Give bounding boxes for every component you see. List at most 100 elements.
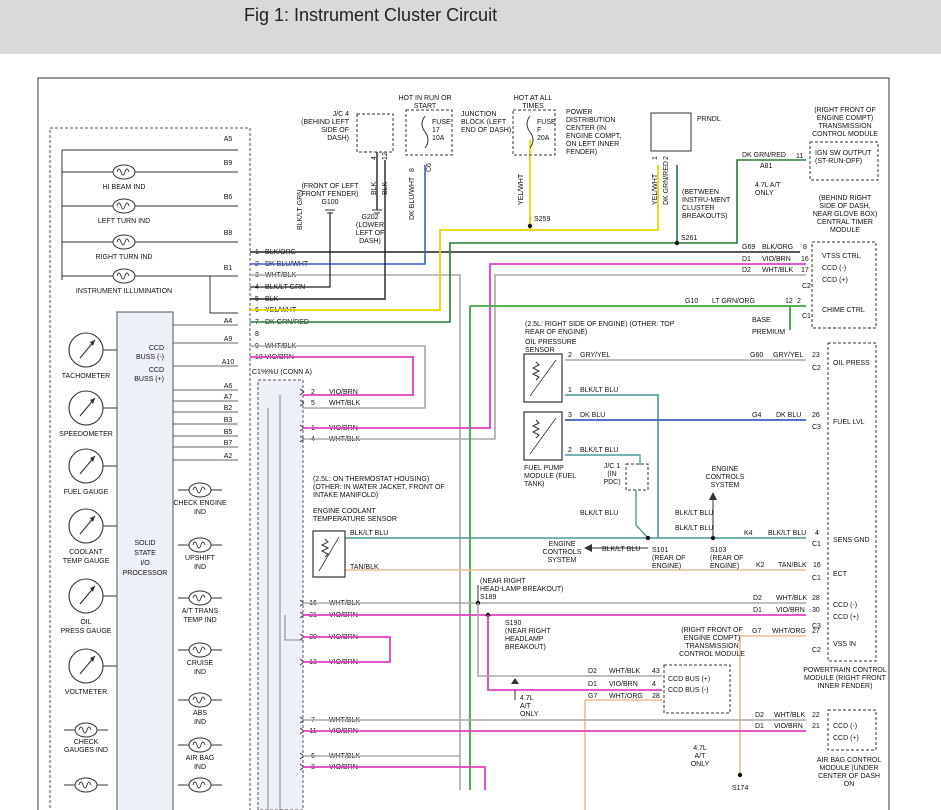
wire-wht-blk: [250, 345, 426, 409]
lamp-filament-icon: [116, 272, 130, 280]
gauge-label: VOLTMETER: [65, 689, 107, 696]
ect-location-label: (2.5L: ON THERMOSTAT HOUSING): [313, 476, 429, 483]
cluster-pin-label: A5: [224, 136, 233, 143]
circuit-id: D2: [588, 668, 597, 675]
wire-blk-lt-blu: [565, 454, 641, 465]
junction-block-label: JUNCTION: [461, 111, 496, 118]
prndl-label: PRNDL: [697, 116, 721, 123]
vertical-wire-label: DK GRN/RED: [663, 161, 670, 205]
vertical-pin-label: 1: [652, 156, 659, 160]
ign-pin-label: 11: [796, 153, 803, 160]
wire-blk-lt-grn: [250, 212, 331, 288]
warning-lamp-icon: [188, 692, 212, 708]
connector-wire-label: VIO/BRN: [329, 389, 358, 396]
lamp-label: GAUGES IND: [64, 747, 108, 754]
s261-label: S261: [681, 235, 697, 242]
warning-lamp-icon: [188, 642, 212, 658]
circuit-id: G69: [742, 244, 755, 251]
diagram-frame: [37, 77, 890, 810]
jc1-box: [625, 463, 649, 491]
ect-location-label: (OTHER: IN WATER JACKET, FRONT OF: [313, 484, 445, 491]
warning-lamp-icon: [188, 482, 212, 498]
connector-a-label: C1%%U (CONN A): [252, 369, 312, 376]
wire-label: WHT/BLK: [774, 712, 805, 719]
jc1-label: J/C 1: [604, 463, 620, 470]
indicator-lamp-icon: [112, 198, 136, 214]
near-rh-label: (NEAR RIGHT: [480, 578, 526, 585]
lamp-label: A/T TRANS: [182, 608, 219, 615]
pin-label: 4: [815, 530, 819, 537]
fuse-icon: [421, 115, 429, 149]
vertical-wire-label: BLK/LT GRN: [297, 190, 304, 230]
wire-label: VIO/BRN: [774, 723, 803, 730]
pin-label: 28: [812, 595, 820, 602]
tcm-lower-title: (RIGHT FRONT OF: [681, 627, 743, 634]
wire-blk-lt-blu: [635, 490, 649, 539]
hot-run-label: HOT IN RUN OR: [398, 95, 451, 102]
indicator-label: HI BEAM IND: [103, 184, 146, 191]
cluster-pin-label: A6: [224, 383, 233, 390]
tcm-ccd-plus-label: CCD BUS (+): [668, 676, 710, 683]
pdc-label: DISTRIBUTION: [566, 117, 615, 124]
near-rh-label: HEAD-LAMP BREAKOUT): [480, 586, 564, 593]
ign-sw-label: (ST-RUN-OFF): [815, 158, 862, 165]
tcm-note-label: ONLY: [520, 711, 539, 718]
ccd-buss-plus-label: CCD: [149, 367, 164, 374]
acm-label: ON: [844, 781, 855, 788]
wire-label: WHT/BLK: [776, 595, 807, 602]
cluster-pin-label: A10: [222, 359, 235, 366]
ign-note-label: 4.7L A/T: [755, 182, 782, 189]
ctm-ccd-plus-label: CCD (+): [822, 277, 848, 284]
pcm-ccd-minus-label: CCD (-): [833, 602, 857, 609]
jc4-label: SIDE OF: [321, 127, 349, 134]
lamp-filament-icon: [116, 238, 130, 246]
indicator-label: RIGHT TURN IND: [96, 254, 153, 261]
cluster-pin-label: B7: [224, 440, 233, 447]
resistor-icon: [320, 538, 330, 558]
cluster-pin-label: B1: [224, 265, 233, 272]
ign-sw-label: IGN SW OUTPUT: [815, 150, 872, 157]
cluster-pin-label: B5: [224, 429, 233, 436]
lamp-label: AIR BAG: [186, 755, 214, 762]
wire-dk-grn-red: [250, 165, 678, 323]
resistor-icon: [531, 361, 541, 381]
pcm-title: INNER FENDER): [818, 683, 873, 690]
ccd-buss-plus-label: BUSS (+): [134, 376, 164, 383]
acm-box: [827, 709, 877, 751]
s103-location: (REAR OF: [710, 555, 743, 562]
pdc-label: POWER: [566, 109, 592, 116]
pcm-connector-label: C3: [812, 424, 821, 431]
circuit-id: D1: [753, 607, 762, 614]
wire-label: BLK/LT BLU: [580, 510, 618, 517]
vertical-pin-label: 2: [663, 156, 670, 160]
gauge-label: TEMP GAUGE: [63, 558, 110, 565]
s190-label: S190: [505, 620, 521, 627]
acm-ccd-minus-label: CCD (-): [833, 723, 857, 730]
lamp-icon: [188, 777, 212, 793]
fuseF-label: FUSE: [537, 119, 556, 126]
connector-pin-number: 2: [311, 389, 315, 396]
pcm-connector-label: C1: [812, 575, 821, 582]
pin-label: 8: [803, 244, 807, 251]
acm-ccd-plus-label: CCD (+): [833, 735, 859, 742]
ccd-buss-minus-label: BUSS (-): [136, 354, 164, 361]
pcm-vss-label: VSS IN: [833, 641, 856, 648]
cluster-trace: [209, 276, 238, 314]
arrow-up-icon: [709, 492, 717, 500]
lamp-filament-icon: [192, 486, 206, 494]
breakout-label: BREAKOUTS): [682, 213, 728, 220]
wire-label: BLK/LT BLU: [768, 530, 806, 537]
gauge-arrow-icon: [90, 586, 95, 592]
tcm-top-label: (RIGHT FRONT OF: [814, 107, 876, 114]
fuseF-label: 20A: [537, 135, 550, 142]
cluster-pin-label: A4: [224, 318, 233, 325]
pin-label: 22: [812, 712, 820, 719]
lamp-filament-icon: [192, 781, 206, 789]
title-bar: Fig 1: Instrument Cluster Circuit: [0, 0, 941, 54]
lamp-label: CHECK: [74, 739, 99, 746]
gauge-label: OIL: [80, 619, 91, 626]
tcm-top-label: TRANSMISSION: [818, 123, 871, 130]
pdc-label: FENDER): [566, 149, 597, 156]
ctm-title: MODULE: [830, 227, 860, 234]
circuit-id: G7: [588, 693, 597, 700]
